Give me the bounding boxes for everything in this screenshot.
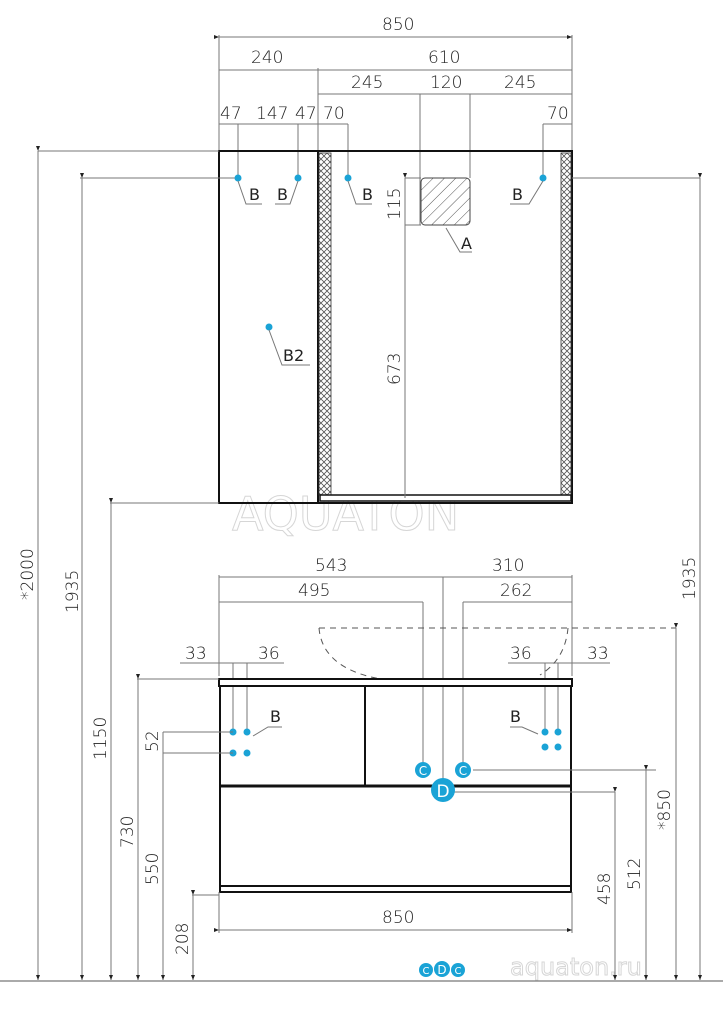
legend-d: D (437, 963, 446, 977)
label-b-1: B (249, 185, 260, 204)
watermark-site: aquaton.ru (510, 953, 642, 981)
connection-c-left (415, 762, 431, 778)
dim-mirror-hole-left: 70 (323, 104, 345, 124)
dim-262: 262 (500, 581, 532, 601)
legend-c-right: C (455, 966, 462, 977)
dim-33-left: 33 (185, 644, 207, 664)
label-b-2: B (277, 185, 288, 204)
dim-543: 543 (315, 556, 347, 576)
dim-left-208: 208 (173, 923, 193, 955)
dim-mirror-center: 120 (430, 73, 462, 93)
dim-left-cabinet: 240 (251, 48, 283, 68)
vanity-cabinet (218, 678, 573, 893)
dim-left-730: 730 (118, 816, 138, 848)
dim-right-1935: 1935 (680, 557, 700, 600)
dim-right-458: 458 (595, 873, 615, 905)
legend-cdc: C D C (419, 961, 465, 977)
legend-c-left: C (423, 966, 430, 977)
dim-36-left: 36 (258, 644, 280, 664)
label-c-left: C (419, 764, 427, 778)
dim-33-right: 33 (587, 644, 609, 664)
label-b-vanity-right: B (510, 707, 521, 726)
vertical-dimension-lines (36, 146, 702, 980)
dim-mirror-hole-right: 70 (547, 104, 569, 124)
dim-52: 52 (143, 730, 163, 752)
label-b-vanity-left: B (270, 707, 281, 726)
dim-mirror: 610 (428, 48, 460, 68)
mount-points-vanity (163, 726, 562, 757)
connection-c-right (455, 762, 471, 778)
dim-left-550: 550 (143, 853, 163, 885)
dim-total-width: 850 (382, 15, 414, 35)
label-b2: B2 (283, 346, 304, 365)
label-b-3: B (362, 185, 373, 204)
mount-points-top (80, 174, 700, 366)
mirror (317, 150, 573, 504)
dim-light-height: 115 (385, 188, 405, 220)
dim-left-1150: 1150 (91, 717, 111, 760)
dim-310: 310 (492, 556, 524, 576)
dim-vanity-width: 850 (382, 908, 414, 928)
dim-36-right: 36 (510, 644, 532, 664)
dim-cab-c: 47 (295, 104, 317, 124)
label-d: D (436, 782, 449, 802)
dim-right-850: *850 (655, 789, 675, 830)
light-fixture (420, 177, 471, 226)
dim-right-512: 512 (625, 858, 645, 890)
basin-outline (318, 627, 676, 683)
label-b-4: B (512, 185, 523, 204)
dim-495: 495 (298, 581, 330, 601)
label-c-right: C (459, 764, 467, 778)
dim-cab-b: 147 (256, 104, 288, 124)
dim-mirror-right: 245 (504, 73, 536, 93)
dim-light-to-bottom: 673 (385, 353, 405, 385)
label-a: A (461, 234, 472, 253)
dim-left-1935: 1935 (63, 570, 83, 613)
dim-mirror-left: 245 (351, 73, 383, 93)
dim-total-height: *2000 (18, 548, 38, 600)
dim-cab-a: 47 (220, 104, 242, 124)
connection-d (431, 778, 455, 802)
